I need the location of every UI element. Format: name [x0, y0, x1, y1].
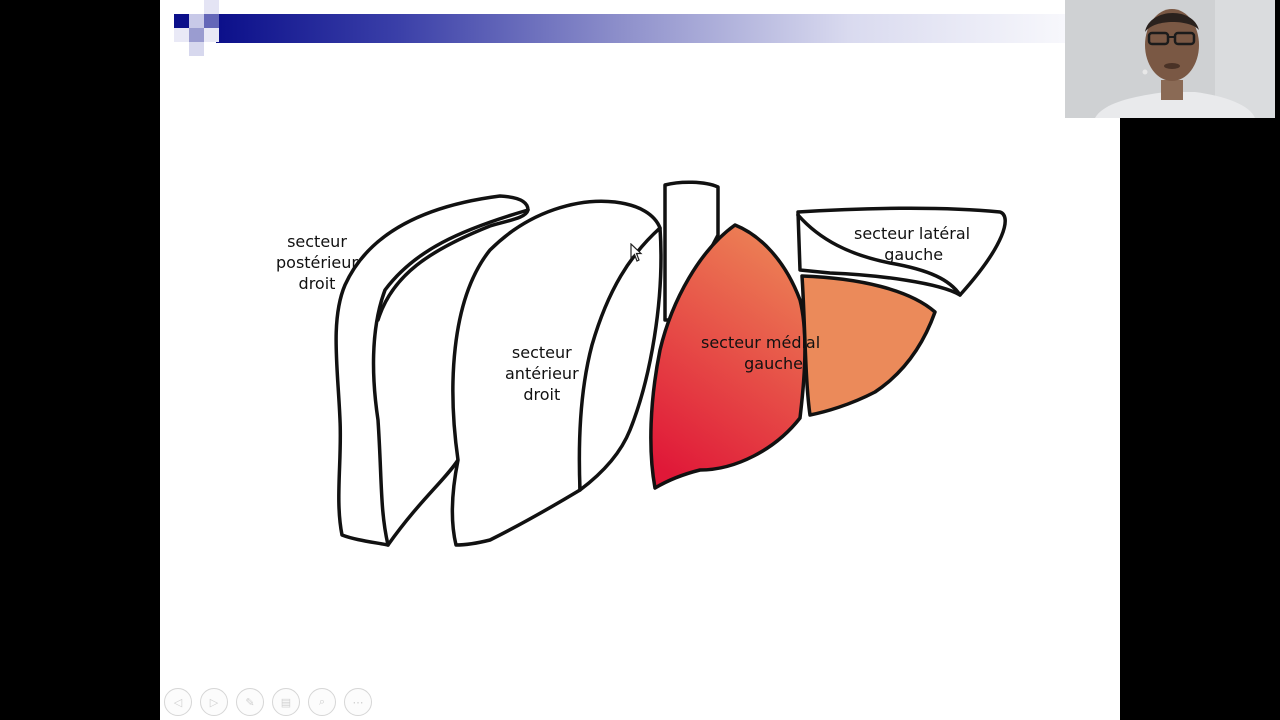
- label-lateral-left: secteur latéral gauche: [854, 223, 970, 265]
- lateral-left-sector-shape: [796, 206, 1007, 297]
- next-icon: ▷: [209, 696, 219, 709]
- header-squares-decoration: [160, 0, 240, 60]
- label-line: secteur latéral: [854, 224, 971, 243]
- posterior-inner-band: [386, 458, 460, 547]
- presentation-slide: secteur postérieur droit secteur antérie…: [160, 0, 1120, 720]
- zoom-button[interactable]: ⌕: [308, 688, 336, 716]
- label-line: postérieur: [276, 253, 358, 272]
- more-options-button[interactable]: ⋯: [344, 688, 372, 716]
- slideshow-controls: ◁ ▷ ✎ ▤ ⌕ ⋯: [164, 688, 372, 716]
- title-bar-decoration: [216, 14, 1120, 43]
- previous-icon: ◁: [173, 696, 183, 709]
- label-line: secteur: [287, 232, 347, 251]
- label-line: antérieur: [505, 364, 579, 383]
- lateral-left-inferior-shape: [800, 274, 937, 417]
- lateral-left-diagonal: [796, 213, 962, 297]
- label-medial-left: secteur médial gauche: [701, 332, 820, 374]
- label-posterior-right: secteur postérieur droit: [276, 231, 358, 294]
- previous-slide-button[interactable]: ◁: [164, 688, 192, 716]
- zoom-icon: ⌕: [318, 695, 326, 708]
- posterior-right-sector-shape: [334, 194, 530, 547]
- liver-sectors-diagram: [334, 180, 1007, 547]
- next-slide-button[interactable]: ▷: [200, 688, 228, 716]
- slides-icon: ▤: [280, 696, 292, 709]
- label-line: droit: [298, 274, 336, 293]
- more-icon: ⋯: [352, 696, 364, 709]
- label-line: droit: [523, 385, 561, 404]
- anterior-right-inner-band: [577, 226, 663, 492]
- presenter-video-icon: [1065, 0, 1275, 118]
- mouse-cursor-icon: [630, 243, 643, 262]
- medial-left-sector-shape: [649, 223, 807, 490]
- see-all-slides-button[interactable]: ▤: [272, 688, 300, 716]
- presenter-webcam-thumbnail: [1065, 0, 1275, 118]
- pen-tool-button[interactable]: ✎: [236, 688, 264, 716]
- label-line: secteur: [511, 343, 572, 362]
- label-line: gauche: [744, 354, 804, 373]
- posterior-right-sector-edge: [376, 208, 530, 322]
- label-line: gauche: [884, 245, 944, 264]
- pen-icon: ✎: [245, 696, 255, 709]
- label-line: secteur médial: [701, 333, 821, 352]
- label-anterior-right: secteur antérieur droit: [505, 342, 579, 405]
